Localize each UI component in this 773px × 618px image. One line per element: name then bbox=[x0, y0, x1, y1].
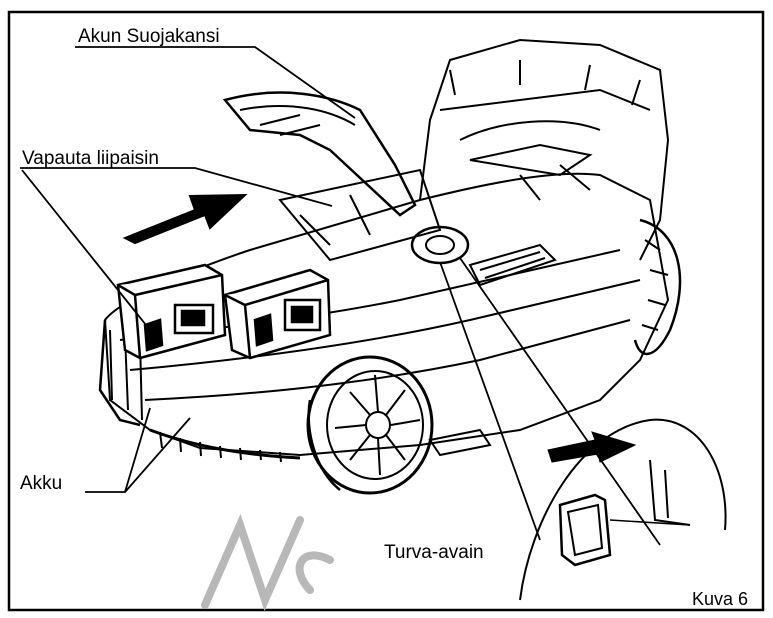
label-safety-key: Turva-avain bbox=[384, 542, 484, 563]
detail-inset bbox=[519, 418, 727, 601]
leader-turva-1 bbox=[439, 261, 541, 541]
figure-caption: Kuva 6 bbox=[692, 589, 749, 609]
label-battery: Akku bbox=[20, 473, 63, 494]
label-release-trigger: Vapauta liipaisin bbox=[22, 148, 159, 169]
leader-liipaisin bbox=[20, 167, 333, 207]
battery-left bbox=[116, 263, 227, 360]
mower-body bbox=[98, 38, 682, 495]
label-battery-cover: Akun Suojakansi bbox=[78, 26, 220, 47]
leader-akku-1 bbox=[85, 407, 151, 493]
leader-lines bbox=[20, 46, 661, 546]
leader-turva-2 bbox=[459, 257, 661, 546]
battery-right bbox=[223, 268, 332, 360]
leader-liipaisin-2 bbox=[21, 169, 151, 331]
leader-akku-2 bbox=[124, 417, 191, 493]
insert-direction-arrow bbox=[122, 193, 248, 245]
leader-suojakansi bbox=[75, 46, 356, 119]
watermark bbox=[201, 513, 334, 612]
figure-frame bbox=[7, 10, 765, 612]
